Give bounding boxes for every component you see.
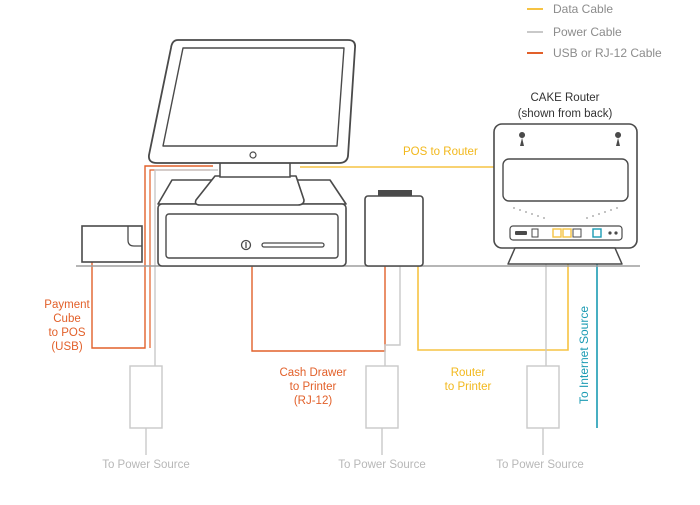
cable-drawer-to-printer xyxy=(251,266,386,352)
power-adapter-pos xyxy=(129,365,163,429)
label-cash-drawer-line: Cash Drawer xyxy=(279,367,347,379)
label-payment-cube-line: to POS xyxy=(48,327,86,339)
label-router-printer-line: Router xyxy=(450,367,486,379)
power-adapter-router xyxy=(526,365,560,429)
pos-terminal xyxy=(148,39,357,206)
label-payment-cube-line: (USB) xyxy=(51,341,83,353)
legend-power-label: Power Cable xyxy=(553,25,622,39)
label-power-source-router: To Power Source xyxy=(496,459,584,471)
label-power-source-printer: To Power Source xyxy=(338,459,426,471)
legend-usb-label: USB or RJ-12 Cable xyxy=(553,46,662,60)
label-cash-drawer-line: (RJ-12) xyxy=(293,395,333,407)
label-router-printer-line: to Printer xyxy=(444,381,492,393)
router-vents xyxy=(513,207,618,219)
router-subtitle: (shown from back) xyxy=(517,108,613,120)
router xyxy=(493,123,638,265)
label-payment-cube-line: Payment xyxy=(44,299,90,311)
power-adapter-printer xyxy=(365,365,399,429)
label-pos-to-router: POS to Router xyxy=(403,146,478,158)
power-cable-printer xyxy=(384,266,401,368)
legend-data-label: Data Cable xyxy=(553,2,614,16)
label-cash-drawer-line: to Printer xyxy=(289,381,337,393)
label-router-printer: Router to Printer xyxy=(433,366,503,394)
label-power-source-pos: To Power Source xyxy=(102,459,190,471)
label-internet-source: To Internet Source xyxy=(577,305,591,405)
label-cash-drawer: Cash Drawer to Printer (RJ-12) xyxy=(268,366,358,408)
label-payment-cube: Payment Cube to POS (USB) xyxy=(36,298,98,354)
label-payment-cube-line: Cube xyxy=(53,313,81,325)
cable-cube-to-pos xyxy=(91,165,213,349)
router-title: CAKE Router xyxy=(530,92,600,104)
power-cable-pos xyxy=(154,169,218,368)
payment-cube xyxy=(81,225,143,263)
receipt-printer xyxy=(364,190,424,267)
